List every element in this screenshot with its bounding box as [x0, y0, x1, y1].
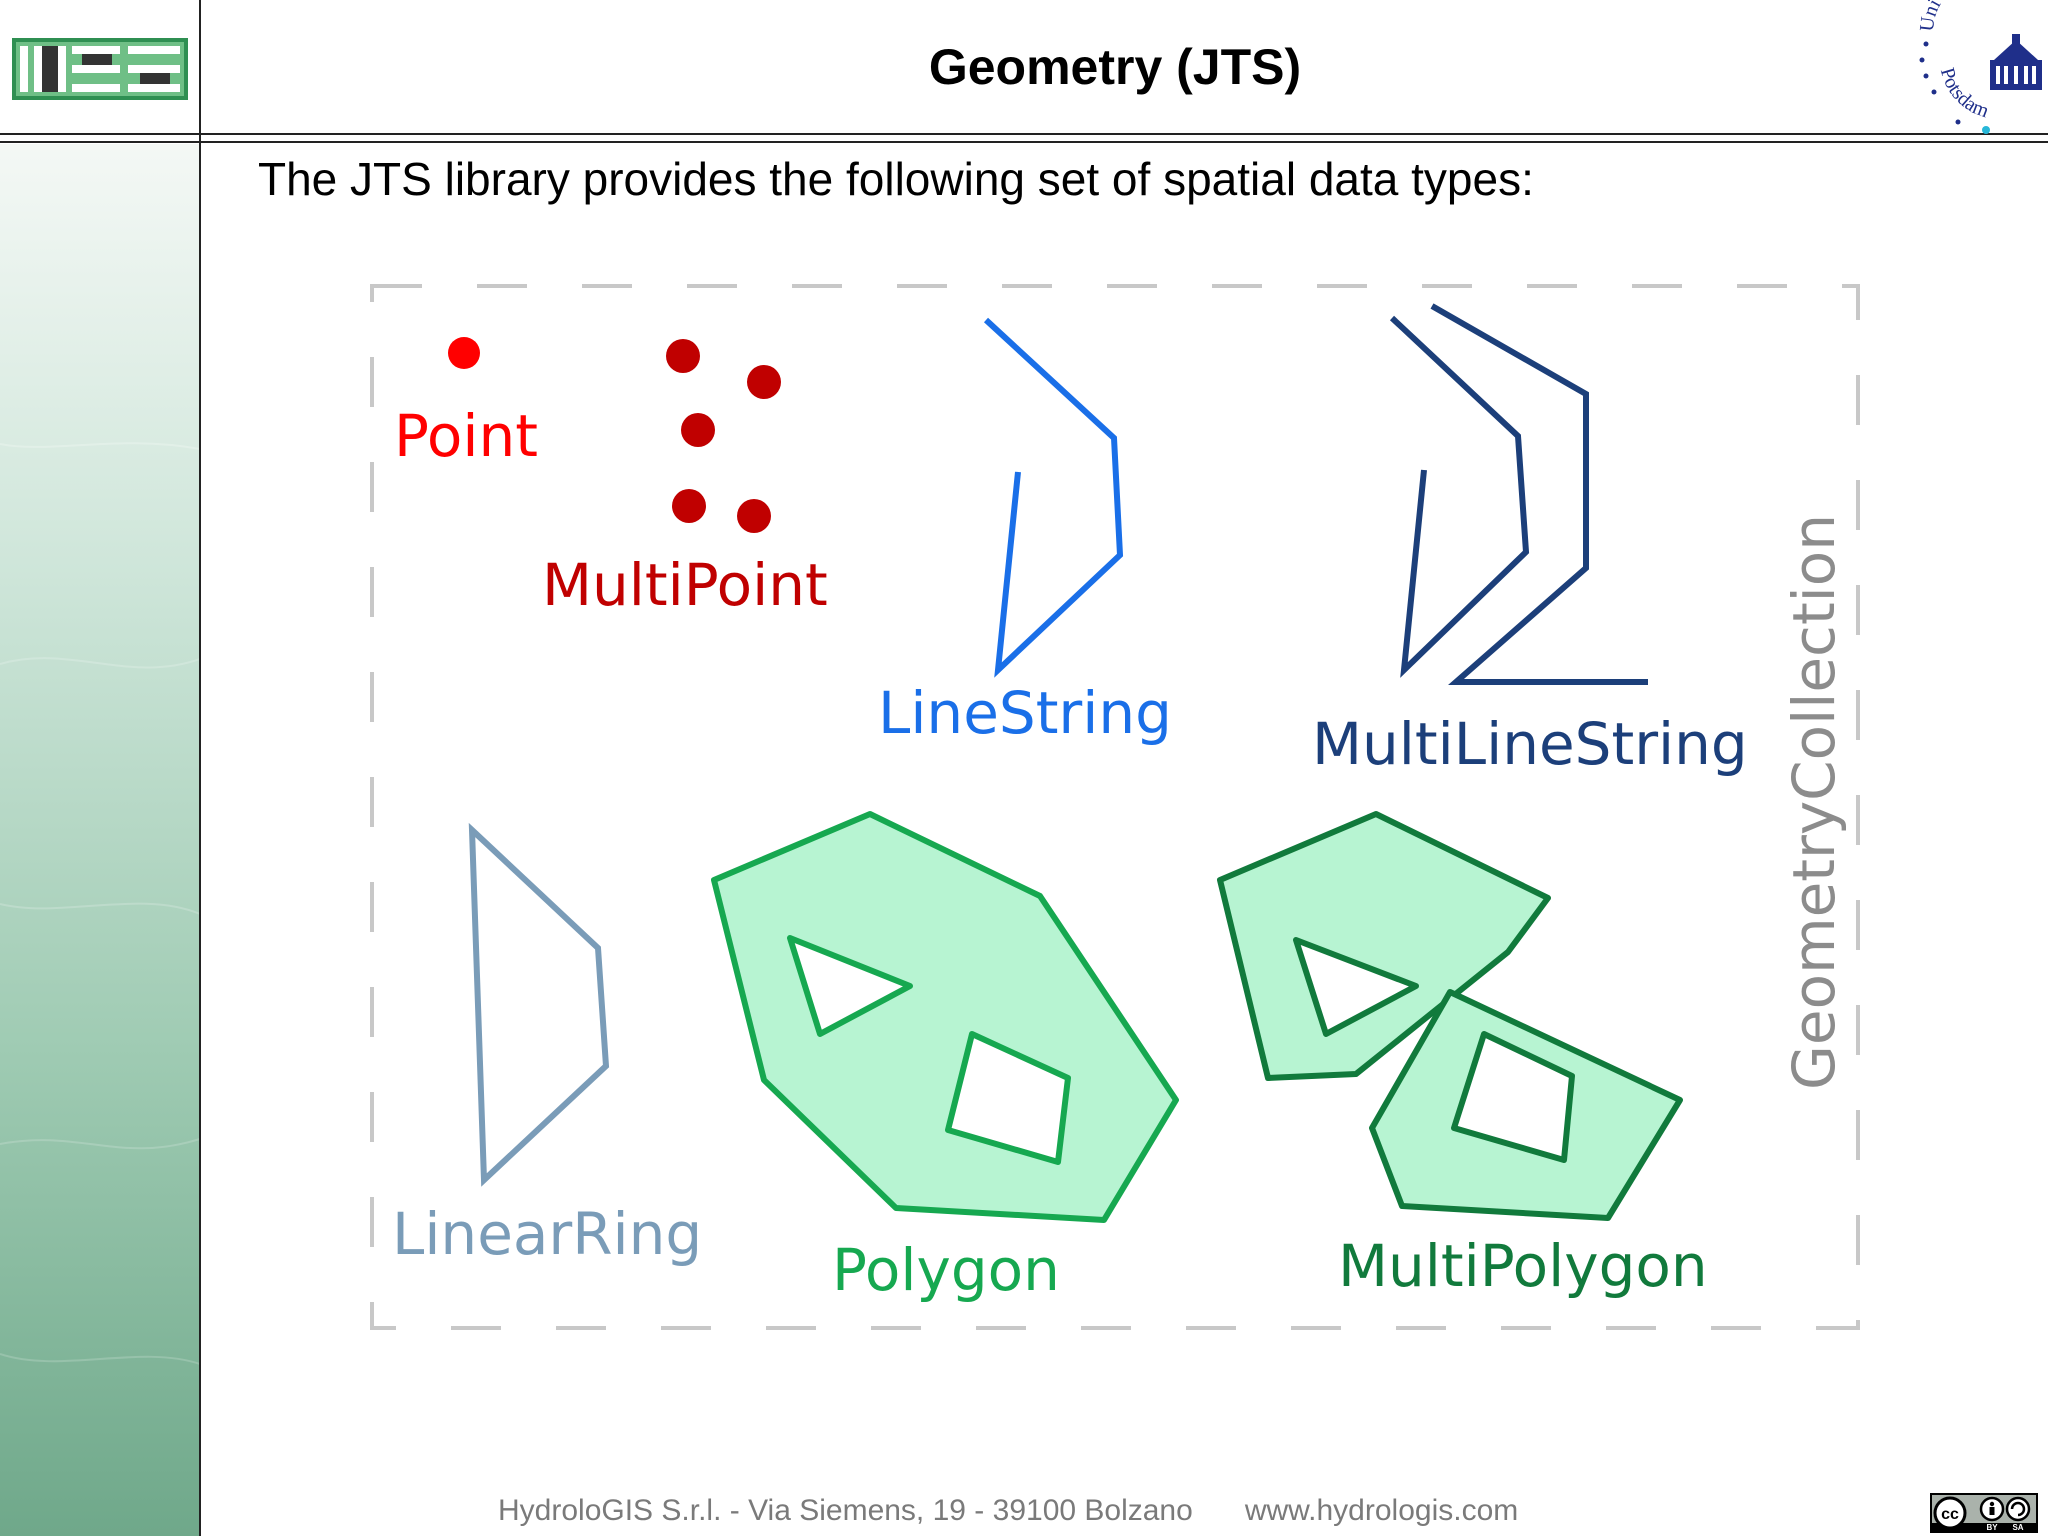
footer-website[interactable]: www.hydrologis.com	[1244, 1494, 1519, 1527]
label-point: Point	[394, 402, 538, 470]
cc-by-sa-badge[interactable]: cc BY SA	[1930, 1493, 2038, 1533]
sa-icon	[2005, 1496, 2031, 1522]
university-building-icon	[1990, 34, 2042, 90]
university-logo: Universität Potsdam	[1916, 0, 2042, 134]
geometrycollection-border	[370, 284, 1860, 1330]
page-title: Geometry (JTS)	[928, 39, 1302, 95]
linestring-shape	[983, 317, 1124, 678]
hgs-logo	[12, 38, 188, 100]
point-shape	[448, 337, 480, 369]
linearring-shape	[468, 822, 610, 1187]
label-multipoint: MultiPoint	[542, 551, 828, 619]
cc-icon: cc	[1941, 1506, 1959, 1523]
label-geometrycollection: GeometryCollection	[1780, 514, 1848, 1090]
multilinestring-shape	[1389, 303, 1648, 685]
label-multilinestring: MultiLineString	[1312, 710, 1748, 778]
footer-address: HydroloGIS S.r.l. - Via Siemens, 19 - 39…	[498, 1494, 1193, 1527]
intro-text: The JTS library provides the following s…	[258, 153, 1534, 205]
footer: HydroloGIS S.r.l. - Via Siemens, 19 - 39…	[498, 1494, 1518, 1528]
multipoint-shape	[666, 339, 781, 533]
sidebar-texture	[0, 442, 200, 1365]
label-linestring: LineString	[878, 679, 1172, 747]
label-multipolygon: MultiPolygon	[1338, 1232, 1708, 1300]
sidebar-gradient	[0, 144, 200, 1536]
vertical-divider	[199, 0, 201, 1536]
polygon-shape	[711, 811, 1179, 1223]
multipolygon-shape	[1217, 811, 1683, 1221]
by-label: BY	[1986, 1523, 1998, 1532]
label-linearring: LinearRing	[392, 1200, 702, 1268]
sa-label: SA	[2012, 1523, 2023, 1532]
header-rule-top	[0, 133, 2048, 135]
label-polygon: Polygon	[832, 1236, 1060, 1304]
header-rule-bottom	[0, 141, 2048, 143]
